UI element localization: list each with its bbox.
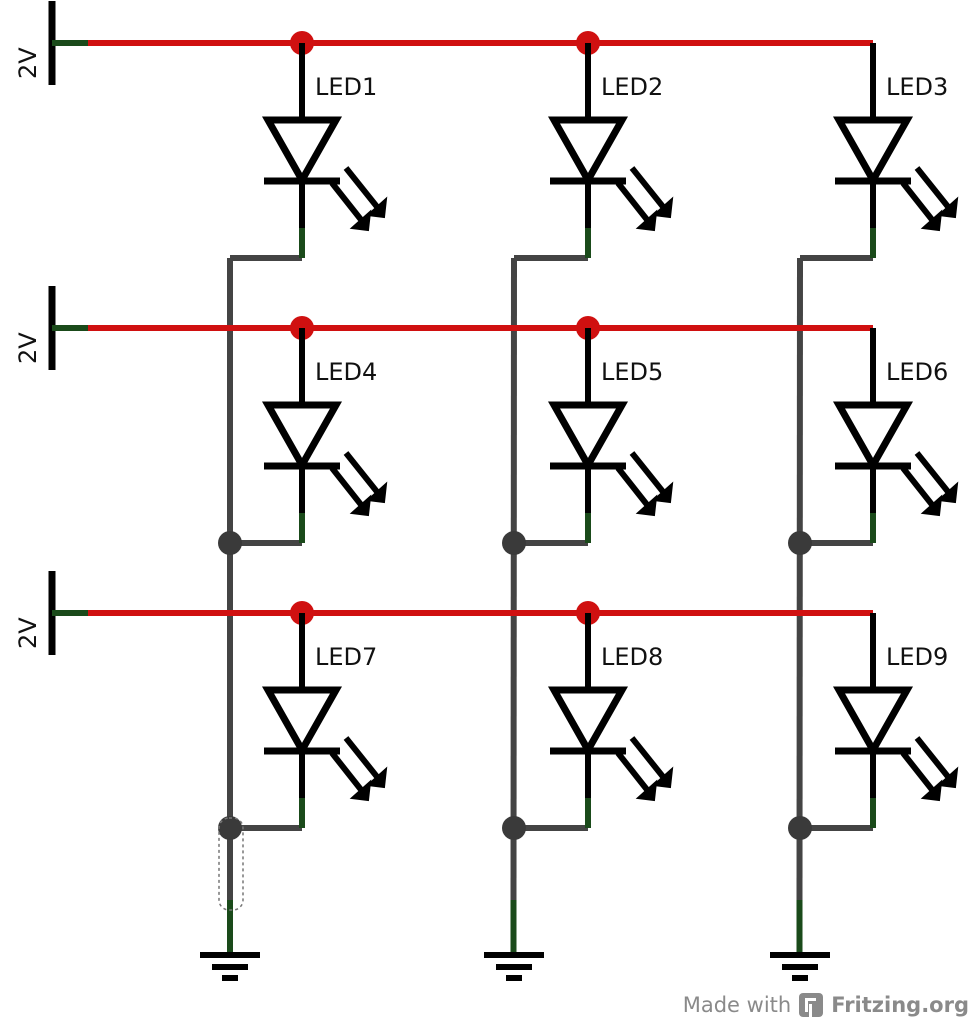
led-symbol <box>547 328 674 543</box>
ground-junction-dot <box>502 816 526 840</box>
light-arrow-shaft <box>615 751 655 798</box>
ground-wires <box>218 255 873 955</box>
light-arrow-head <box>349 209 372 232</box>
led-label: LED2 <box>601 73 663 101</box>
supply-voltage-label: 2V <box>14 617 42 649</box>
led-diode-triangle <box>832 686 914 758</box>
led-diode-triangle <box>547 686 629 758</box>
ground-symbol <box>200 952 260 981</box>
light-arrow-shaft <box>914 451 956 500</box>
led-symbol <box>261 613 388 828</box>
light-arrow-shaft <box>914 166 956 215</box>
light-arrow-shaft <box>900 466 940 513</box>
light-arrow-head <box>920 779 943 802</box>
light-arrow-head <box>936 196 959 219</box>
light-arrow-head <box>349 779 372 802</box>
fritzing-logo-icon <box>799 993 824 1017</box>
light-arrow-head <box>365 481 388 504</box>
led-symbol <box>261 328 388 543</box>
led-diode-triangle <box>261 401 343 473</box>
light-arrow-shaft <box>629 736 671 785</box>
ground-symbol <box>484 952 544 981</box>
light-arrow-head <box>920 209 943 232</box>
light-arrow-head <box>635 779 658 802</box>
led-diode-triangle <box>261 686 343 758</box>
light-arrow-shaft <box>343 451 385 500</box>
light-arrow-head <box>365 196 388 219</box>
supply-wires <box>88 31 873 625</box>
led-label: LED8 <box>601 643 663 671</box>
ground-junction-dot <box>502 531 526 555</box>
light-arrow-head <box>349 494 372 517</box>
supply-voltage-label: 2V <box>14 47 42 79</box>
light-arrow-shaft <box>329 181 369 228</box>
light-arrow-head <box>936 766 959 789</box>
ground-junction-dot <box>788 816 812 840</box>
led-label: LED3 <box>886 73 948 101</box>
led-diode-triangle <box>547 116 629 188</box>
supply-voltage-label: 2V <box>14 332 42 364</box>
led-symbol <box>261 43 388 258</box>
led-symbol <box>832 328 959 543</box>
light-arrow-head <box>651 481 674 504</box>
light-arrow-shaft <box>329 751 369 798</box>
led-symbol <box>832 43 959 258</box>
led-diode-triangle <box>832 116 914 188</box>
light-arrow-shaft <box>615 466 655 513</box>
ground-junction-dot <box>788 531 812 555</box>
led-diode-triangle <box>832 401 914 473</box>
light-arrow-shaft <box>629 451 671 500</box>
light-arrow-head <box>635 209 658 232</box>
light-arrow-shaft <box>900 181 940 228</box>
led-label: LED5 <box>601 358 663 386</box>
light-arrow-head <box>936 481 959 504</box>
led-diode-triangle <box>261 116 343 188</box>
ground-symbol <box>770 952 830 981</box>
light-arrow-shaft <box>615 181 655 228</box>
footer-credit: Made with Fritzing.org <box>683 988 969 1022</box>
component-symbols <box>48 1 959 981</box>
led-diode-triangle <box>547 401 629 473</box>
light-arrow-shaft <box>629 166 671 215</box>
fritzing-brand-link[interactable]: Fritzing.org <box>831 993 969 1017</box>
led-label: LED1 <box>315 73 377 101</box>
light-arrow-head <box>651 196 674 219</box>
led-label: LED9 <box>886 643 948 671</box>
led-label: LED6 <box>886 358 948 386</box>
light-arrow-shaft <box>900 751 940 798</box>
light-arrow-shaft <box>343 166 385 215</box>
light-arrow-shaft <box>343 736 385 785</box>
light-arrow-shaft <box>329 466 369 513</box>
led-symbol <box>547 43 674 258</box>
ground-bus-wire <box>510 257 517 901</box>
ground-bus-wire <box>796 257 803 901</box>
led-label: LED7 <box>315 643 377 671</box>
led-symbol <box>547 613 674 828</box>
light-arrow-head <box>920 494 943 517</box>
led-symbol <box>832 613 959 828</box>
light-arrow-head <box>365 766 388 789</box>
light-arrow-head <box>635 494 658 517</box>
light-arrow-shaft <box>914 736 956 785</box>
light-arrow-head <box>651 766 674 789</box>
ground-junction-dot <box>218 816 242 840</box>
selection-outline <box>218 817 244 911</box>
ground-junction-dot <box>218 531 242 555</box>
made-with-text: Made with <box>682 993 792 1017</box>
led-label: LED4 <box>315 358 377 386</box>
